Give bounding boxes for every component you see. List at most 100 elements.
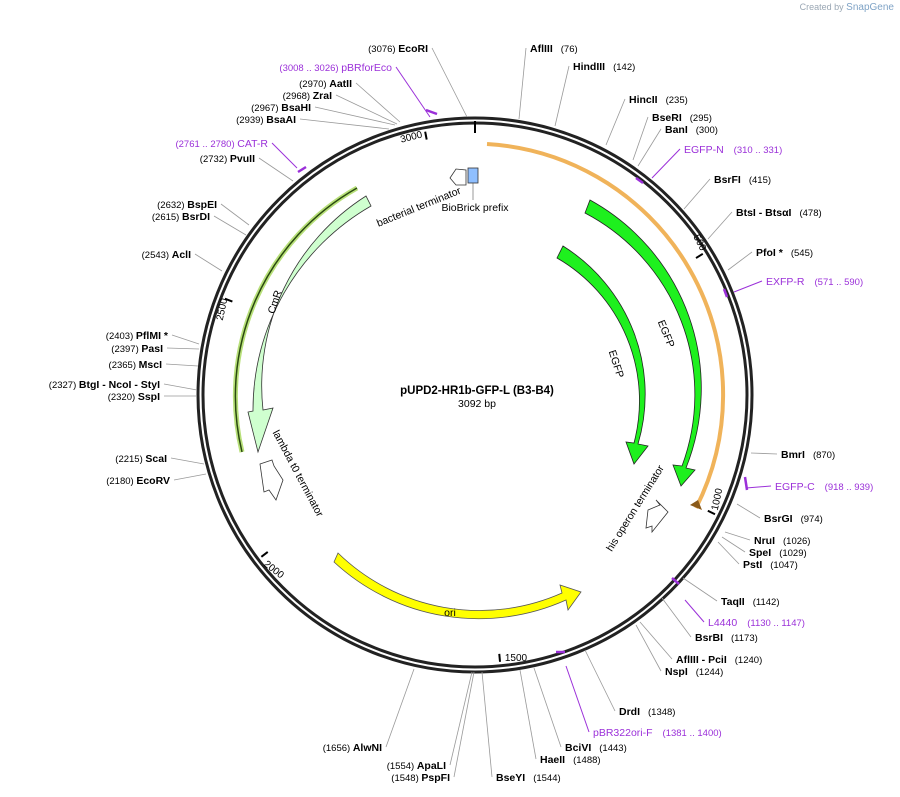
restriction-site-label[interactable]: (1554) ApaLI xyxy=(387,760,446,772)
site-position: (76) xyxy=(561,44,578,55)
restriction-site-label[interactable]: BseYI(1544) xyxy=(496,772,561,784)
site-name: BsaAI xyxy=(266,114,296,126)
primer-name: L4440 xyxy=(708,617,737,629)
restriction-site-label[interactable]: (2543) AclI xyxy=(142,249,191,261)
restriction-site-label[interactable]: (2615) BsrDI xyxy=(152,211,210,223)
site-name: PflMI * xyxy=(136,330,169,342)
restriction-site-label[interactable]: (3076) EcoRI xyxy=(368,43,428,55)
restriction-site-label[interactable]: BmrI (870) xyxy=(781,449,835,461)
site-name: MscI xyxy=(139,359,162,371)
restriction-site-label[interactable]: BsrFI(415) xyxy=(714,174,771,186)
primer-leader-line xyxy=(271,142,298,169)
primer-label[interactable]: EGFP-N(310 .. 331) xyxy=(684,144,782,156)
restriction-site-label[interactable]: BanI(300) xyxy=(665,124,718,136)
site-name: BseRI xyxy=(652,112,682,124)
restriction-site-label[interactable]: (2732) PvuII xyxy=(200,153,255,165)
feature-label-cmr: CmR xyxy=(266,288,285,315)
site-name: AflIII - PciI xyxy=(676,654,727,666)
restriction-site-label[interactable]: HindIII(142) xyxy=(573,61,635,73)
restriction-site-label[interactable]: AflIII(76) xyxy=(530,43,578,55)
restriction-site-label[interactable]: DrdI (1348) xyxy=(619,706,675,718)
site-name: NruI xyxy=(754,535,775,547)
site-leader-line xyxy=(584,649,616,712)
primer-leader-line xyxy=(684,599,705,623)
primer-label[interactable]: (3008 .. 3026) pBRforEco xyxy=(279,62,392,74)
primer-label[interactable]: EXFP-R(571 .. 590) xyxy=(766,276,863,288)
restriction-site-label[interactable]: BsrGI (974) xyxy=(764,513,823,525)
restriction-site-label[interactable]: (2327) BtgI - NcoI - StyI xyxy=(49,379,160,391)
site-name: TaqII xyxy=(721,596,745,608)
restriction-site-label[interactable]: (2970) AatII xyxy=(299,78,352,90)
restriction-site-label[interactable]: BciVI(1443) xyxy=(565,742,627,754)
site-name: DrdI xyxy=(619,706,640,718)
restriction-site-label[interactable]: PfoI *(545) xyxy=(756,247,813,259)
site-leader-line xyxy=(481,671,493,778)
site-position: (2397) xyxy=(111,344,141,355)
site-position: (1047) xyxy=(770,560,797,571)
restriction-site-label[interactable]: (2365) MscI xyxy=(109,359,163,371)
primer-range: (310 .. 331) xyxy=(734,145,783,156)
site-position: (1348) xyxy=(648,707,675,718)
snapgene-credit: Created by SnapGene xyxy=(799,2,894,13)
site-name: BsrDI xyxy=(182,211,210,223)
restriction-site-label[interactable]: HincII(235) xyxy=(629,94,688,106)
restriction-site-label[interactable]: (2403) PflMI * xyxy=(106,330,169,342)
site-name: AatII xyxy=(329,78,352,90)
restriction-site-label[interactable]: (1548) PspFI xyxy=(391,772,450,784)
restriction-site-label[interactable]: (2320) SspI xyxy=(108,391,160,403)
restriction-site-label[interactable]: BseRI(295) xyxy=(652,112,712,124)
site-position: (2403) xyxy=(106,331,136,342)
feature-cmr-outer-line xyxy=(234,187,358,453)
restriction-site-label[interactable]: AflIII - PciI(1240) xyxy=(676,654,762,666)
primer-label[interactable]: EGFP-C(918 .. 939) xyxy=(775,481,873,493)
feature-label-ori: ori xyxy=(444,607,456,619)
restriction-site-label[interactable]: (2215) ScaI xyxy=(115,453,167,465)
site-name: AlwNI xyxy=(353,742,382,754)
feature-egfp-outer-arrow xyxy=(690,500,702,510)
restriction-site-label[interactable]: PstI(1047) xyxy=(743,559,798,571)
feature-biobrick-prefix xyxy=(467,167,479,184)
restriction-site-label[interactable]: (2180) EcoRV xyxy=(106,475,170,487)
site-name: BmrI xyxy=(781,449,805,461)
restriction-site-label[interactable]: SpeI(1029) xyxy=(749,547,807,559)
primer-label[interactable]: pBR322ori-F(1381 .. 1400) xyxy=(593,727,722,739)
primer-label[interactable]: L4440(1130 .. 1147) xyxy=(708,617,805,629)
primer-marker xyxy=(635,176,644,185)
restriction-site-label[interactable]: HaeII(1488) xyxy=(540,754,601,766)
restriction-site-label[interactable]: (2968) ZraI xyxy=(283,90,332,102)
restriction-site-label[interactable]: (2939) BsaAI xyxy=(236,114,296,126)
restriction-site-label[interactable]: NspI(1244) xyxy=(665,666,723,678)
site-position: (870) xyxy=(813,450,835,461)
plasmid-size: 3092 bp xyxy=(458,398,496,410)
restriction-site-label[interactable]: (2397) PasI xyxy=(111,343,163,355)
restriction-site-label[interactable]: (1656) AlwNI xyxy=(323,742,382,754)
restriction-site-label[interactable]: (2967) BsaHI xyxy=(251,102,311,114)
site-name: PfoI * xyxy=(756,247,784,259)
restriction-site-label[interactable]: BtsI - BtsαI(478) xyxy=(736,207,822,219)
site-name: HindIII xyxy=(573,61,605,73)
site-position: (1142) xyxy=(753,597,780,608)
tick-label: 1500 xyxy=(505,653,528,664)
site-leader-line xyxy=(163,383,198,391)
site-leader-line xyxy=(385,668,415,748)
site-name: BsrGI xyxy=(764,513,793,525)
tick-mark xyxy=(498,653,502,662)
primer-range: (1381 .. 1400) xyxy=(663,728,722,739)
site-position: (415) xyxy=(749,175,771,186)
restriction-site-label[interactable]: NruI(1026) xyxy=(754,535,810,547)
site-position: (478) xyxy=(799,208,821,219)
backbone-outer-ring xyxy=(196,116,754,674)
site-position: (2732) xyxy=(200,154,230,165)
restriction-site-label[interactable]: BsrBI(1173) xyxy=(695,632,758,644)
site-position: (1029) xyxy=(779,548,806,559)
primer-label[interactable]: (2761 .. 2780) CAT-R xyxy=(175,138,268,150)
primer-marker xyxy=(297,165,307,174)
restriction-site-label[interactable]: (2632) BspEI xyxy=(157,199,217,211)
site-position: (974) xyxy=(801,514,823,525)
site-leader-line xyxy=(683,178,711,210)
site-leader-line xyxy=(170,457,205,465)
site-name: ZraI xyxy=(313,90,332,102)
restriction-site-label[interactable]: TaqII (1142) xyxy=(721,596,780,608)
primer-marker xyxy=(722,288,729,298)
site-leader-line xyxy=(431,47,468,118)
